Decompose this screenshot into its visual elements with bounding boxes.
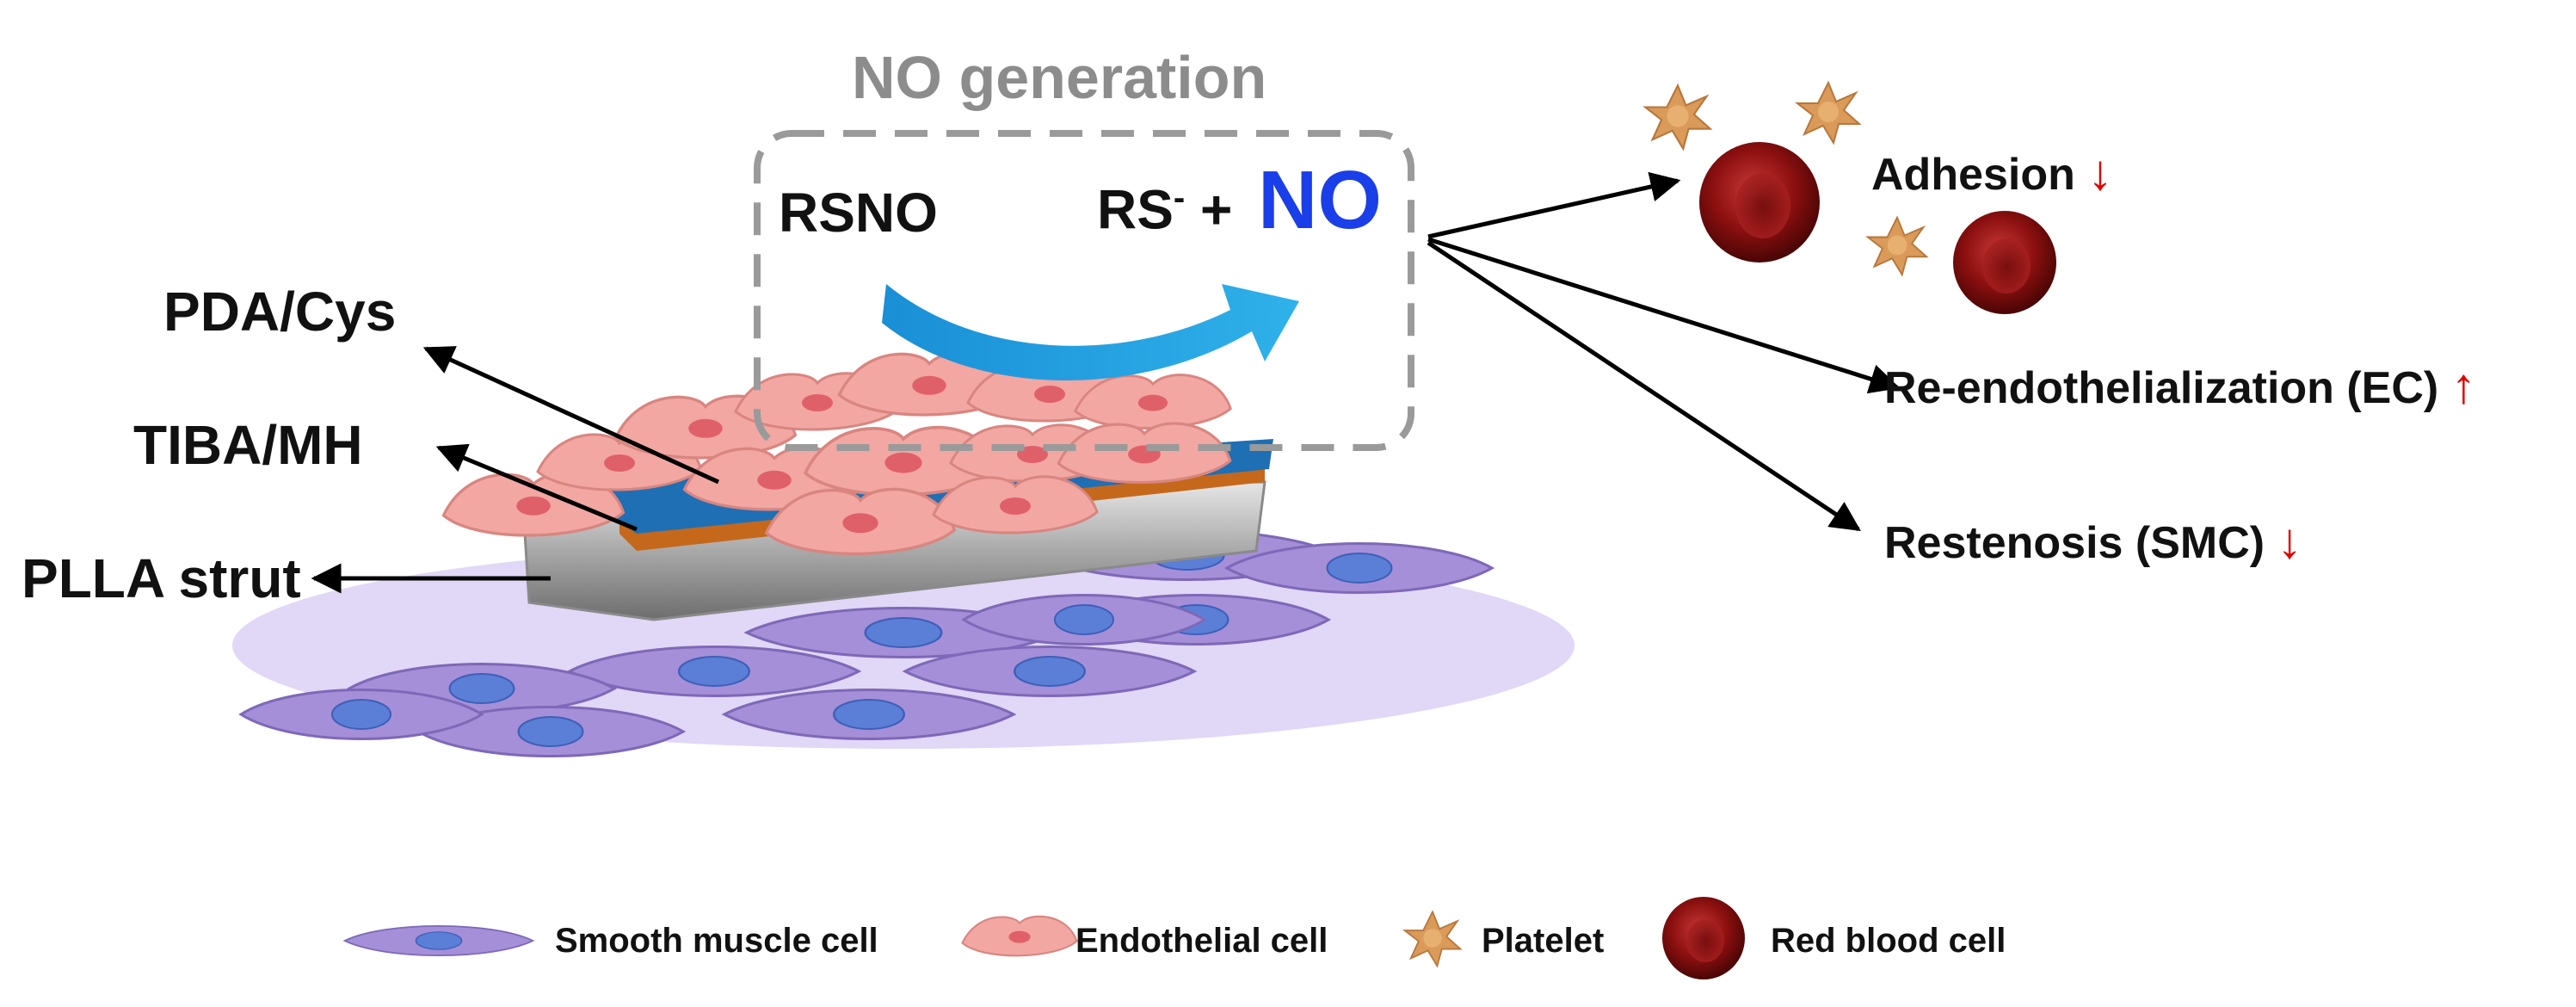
legend-platelet-icon (1403, 911, 1462, 967)
re-endothelialization-arrow (1427, 237, 1901, 394)
product-label: RS- + (1097, 181, 1232, 237)
down-arrow-icon: ↓ (2277, 513, 2302, 569)
layer-label-tiba: TIBA/MH (133, 414, 363, 476)
no-product: NO (1258, 154, 1382, 246)
legend-label-red-blood-cell: Red blood cell (1771, 922, 2006, 960)
legend-endothelial-cell-icon (961, 915, 1078, 957)
curved-arrow-icon (882, 284, 1299, 381)
effect-label: Re-endothelialization (EC) (1884, 363, 2439, 413)
plus-sign: + (1200, 178, 1233, 241)
legend-label-smooth-muscle-cell: Smooth muscle cell (555, 922, 878, 960)
tiba-pointer-arrow (435, 443, 638, 532)
up-arrow-icon: ↑ (2450, 358, 2476, 414)
red-blood-cell-icon (1953, 211, 2056, 314)
down-arrow-icon: ↓ (2087, 145, 2113, 201)
red-blood-cell-icon (1699, 142, 1820, 263)
legend-smooth-muscle-cell-icon (343, 924, 534, 957)
endothelial-cell (1074, 374, 1232, 430)
adhesion-arrow (1427, 171, 1681, 239)
effect-label: Adhesion (1871, 150, 2075, 200)
product-rs: RS (1097, 178, 1174, 241)
layer-label-plla: PLLA strut (22, 547, 301, 609)
platelet-icon (1644, 84, 1711, 150)
legend-label-platelet: Platelet (1482, 922, 1605, 960)
legend-red-blood-cell-icon (1662, 897, 1745, 979)
platelet-icon (1796, 82, 1860, 144)
effect-re-endothelialization: Re-endothelialization (EC) ↑ (1884, 361, 2476, 411)
effect-label: Restenosis (SMC) (1884, 518, 2265, 568)
platelet-icon (1866, 216, 1928, 276)
endothelial-cell (1057, 422, 1232, 485)
effect-adhesion: Adhesion ↓ (1871, 148, 2112, 198)
effect-restenosis: Restenosis (SMC) ↓ (1884, 516, 2302, 566)
layer-label-pda: PDA/Cys (163, 281, 397, 343)
reactant-label: RSNO (779, 182, 938, 244)
pda-pointer-arrow (422, 346, 720, 485)
product-charge: - (1173, 179, 1186, 217)
legend-label-endothelial-cell: Endothelial cell (1075, 922, 1328, 960)
diagram-title: NO generation (852, 44, 1267, 111)
endothelial-cell (765, 487, 956, 556)
restenosis-arrow (1427, 240, 1861, 532)
endothelial-cell (932, 475, 1099, 534)
